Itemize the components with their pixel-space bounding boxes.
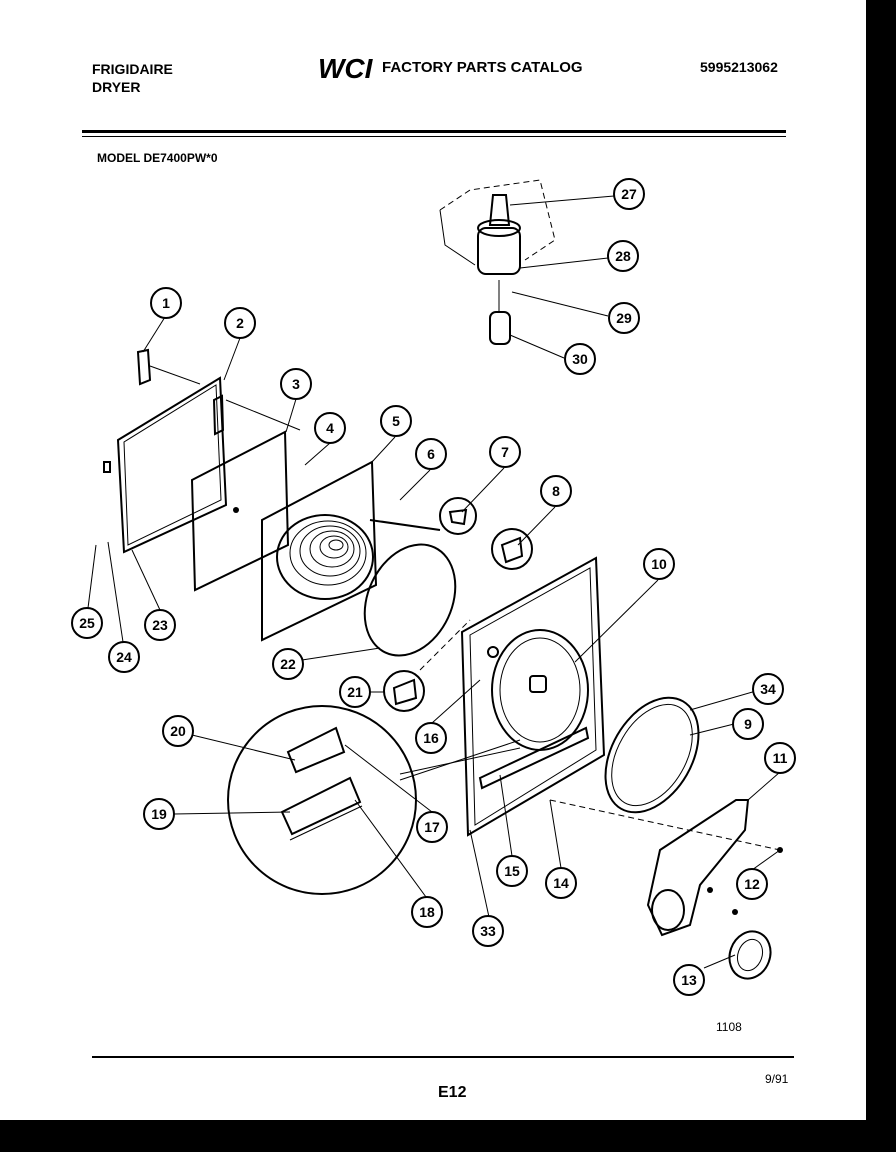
model-label: MODEL DE7400PW*0 bbox=[97, 151, 218, 165]
callout-3: 3 bbox=[280, 368, 312, 400]
duct-seal bbox=[728, 930, 772, 980]
callout-16-label: 16 bbox=[423, 730, 439, 746]
door-window bbox=[190, 430, 290, 592]
callout-21: 21 bbox=[339, 676, 371, 708]
callout-15-label: 15 bbox=[504, 863, 520, 879]
door-liner bbox=[261, 460, 441, 642]
callout-4-label: 4 bbox=[326, 420, 334, 436]
page-code: E12 bbox=[438, 1084, 467, 1101]
callout-20: 20 bbox=[162, 715, 194, 747]
callout-15: 15 bbox=[496, 855, 528, 887]
callout-29-label: 29 bbox=[616, 310, 632, 326]
callout-22-label: 22 bbox=[280, 656, 296, 672]
product-type: DRYER bbox=[92, 79, 141, 95]
wci-logo: WCI bbox=[318, 53, 374, 82]
callout-2: 2 bbox=[224, 307, 256, 339]
callout-19-label: 19 bbox=[151, 806, 167, 822]
part-bubble-8 bbox=[491, 528, 533, 570]
callout-24: 24 bbox=[108, 641, 140, 673]
catalog-title: FACTORY PARTS CATALOG bbox=[382, 59, 583, 76]
callout-24-label: 24 bbox=[116, 649, 132, 665]
callout-9-label: 9 bbox=[744, 716, 752, 732]
wci-logo-text: WCI bbox=[318, 53, 374, 82]
callout-13-label: 13 bbox=[681, 972, 697, 988]
callout-12: 12 bbox=[736, 868, 768, 900]
callout-28-label: 28 bbox=[615, 248, 631, 264]
callout-5-label: 5 bbox=[392, 413, 400, 429]
callout-11: 11 bbox=[764, 742, 796, 774]
part-bubble-21 bbox=[383, 670, 425, 712]
callout-6: 6 bbox=[415, 438, 447, 470]
callout-21-label: 21 bbox=[347, 684, 363, 700]
catalog-sheet bbox=[0, 0, 866, 1120]
callout-17-label: 17 bbox=[424, 819, 440, 835]
callout-27: 27 bbox=[613, 178, 645, 210]
callout-1-label: 1 bbox=[162, 295, 170, 311]
leader-lines bbox=[87, 195, 781, 969]
brand-name: FRIGIDAIRE bbox=[92, 61, 173, 77]
callout-20-label: 20 bbox=[170, 723, 186, 739]
callout-5: 5 bbox=[380, 405, 412, 437]
callout-23-label: 23 bbox=[152, 617, 168, 633]
footer-rule bbox=[92, 1056, 794, 1058]
callout-6-label: 6 bbox=[427, 446, 435, 462]
callout-10: 10 bbox=[643, 548, 675, 580]
header-rule-thin bbox=[82, 136, 786, 137]
drum-bearing-ring bbox=[604, 696, 700, 814]
callout-13: 13 bbox=[673, 964, 705, 996]
callout-11-label: 11 bbox=[773, 750, 788, 766]
callout-7-label: 7 bbox=[501, 444, 509, 460]
callout-30-label: 30 bbox=[572, 351, 588, 367]
door-handle bbox=[136, 348, 201, 386]
drive-assembly bbox=[439, 179, 556, 345]
callout-33-label: 33 bbox=[480, 923, 496, 939]
callout-18: 18 bbox=[411, 896, 443, 928]
door-gasket bbox=[363, 543, 457, 657]
callout-34: 34 bbox=[752, 673, 784, 705]
brand-block: FRIGIDAIRE DRYER bbox=[92, 60, 173, 96]
callout-14-label: 14 bbox=[553, 875, 569, 891]
callout-16: 16 bbox=[415, 722, 447, 754]
callout-27-label: 27 bbox=[621, 186, 637, 202]
callout-1: 1 bbox=[150, 287, 182, 319]
catalog-part-number: 5995213062 bbox=[700, 59, 778, 75]
front-panel bbox=[460, 556, 781, 851]
callout-4: 4 bbox=[314, 412, 346, 444]
callout-23: 23 bbox=[144, 609, 176, 641]
callout-8: 8 bbox=[540, 475, 572, 507]
callout-14: 14 bbox=[545, 867, 577, 899]
callout-9: 9 bbox=[732, 708, 764, 740]
callout-12-label: 12 bbox=[744, 876, 760, 892]
door-outer-panel bbox=[103, 376, 301, 554]
callout-2-label: 2 bbox=[236, 315, 244, 331]
callout-8-label: 8 bbox=[552, 483, 560, 499]
callout-18-label: 18 bbox=[419, 904, 435, 920]
lint-duct bbox=[646, 799, 783, 937]
catalog-date: 9/91 bbox=[765, 1072, 789, 1086]
drawing-number: 1108 bbox=[716, 1020, 742, 1034]
callout-33: 33 bbox=[472, 915, 504, 947]
callout-3-label: 3 bbox=[292, 376, 300, 392]
callout-10-label: 10 bbox=[651, 556, 667, 572]
callout-25-label: 25 bbox=[79, 615, 95, 631]
callout-28: 28 bbox=[607, 240, 639, 272]
callout-19: 19 bbox=[143, 798, 175, 830]
callout-numbers: 1 2 3 4 5 6 7 8 9 10 11 12 13 14 15 16 1… bbox=[71, 178, 796, 996]
detail-magnifier bbox=[227, 705, 521, 895]
callout-29: 29 bbox=[608, 302, 640, 334]
callout-22: 22 bbox=[272, 648, 304, 680]
part-bubble-7 bbox=[439, 497, 477, 535]
leader-dashed bbox=[419, 619, 471, 671]
exploded-parts-diagram: 1 2 3 4 5 6 7 8 9 10 11 12 13 14 15 16 1… bbox=[71, 178, 796, 996]
callout-7: 7 bbox=[489, 436, 521, 468]
callout-34-label: 34 bbox=[760, 681, 776, 697]
header-rule bbox=[82, 130, 786, 133]
callout-25: 25 bbox=[71, 607, 103, 639]
callout-17: 17 bbox=[416, 811, 448, 843]
callout-30: 30 bbox=[564, 343, 596, 375]
